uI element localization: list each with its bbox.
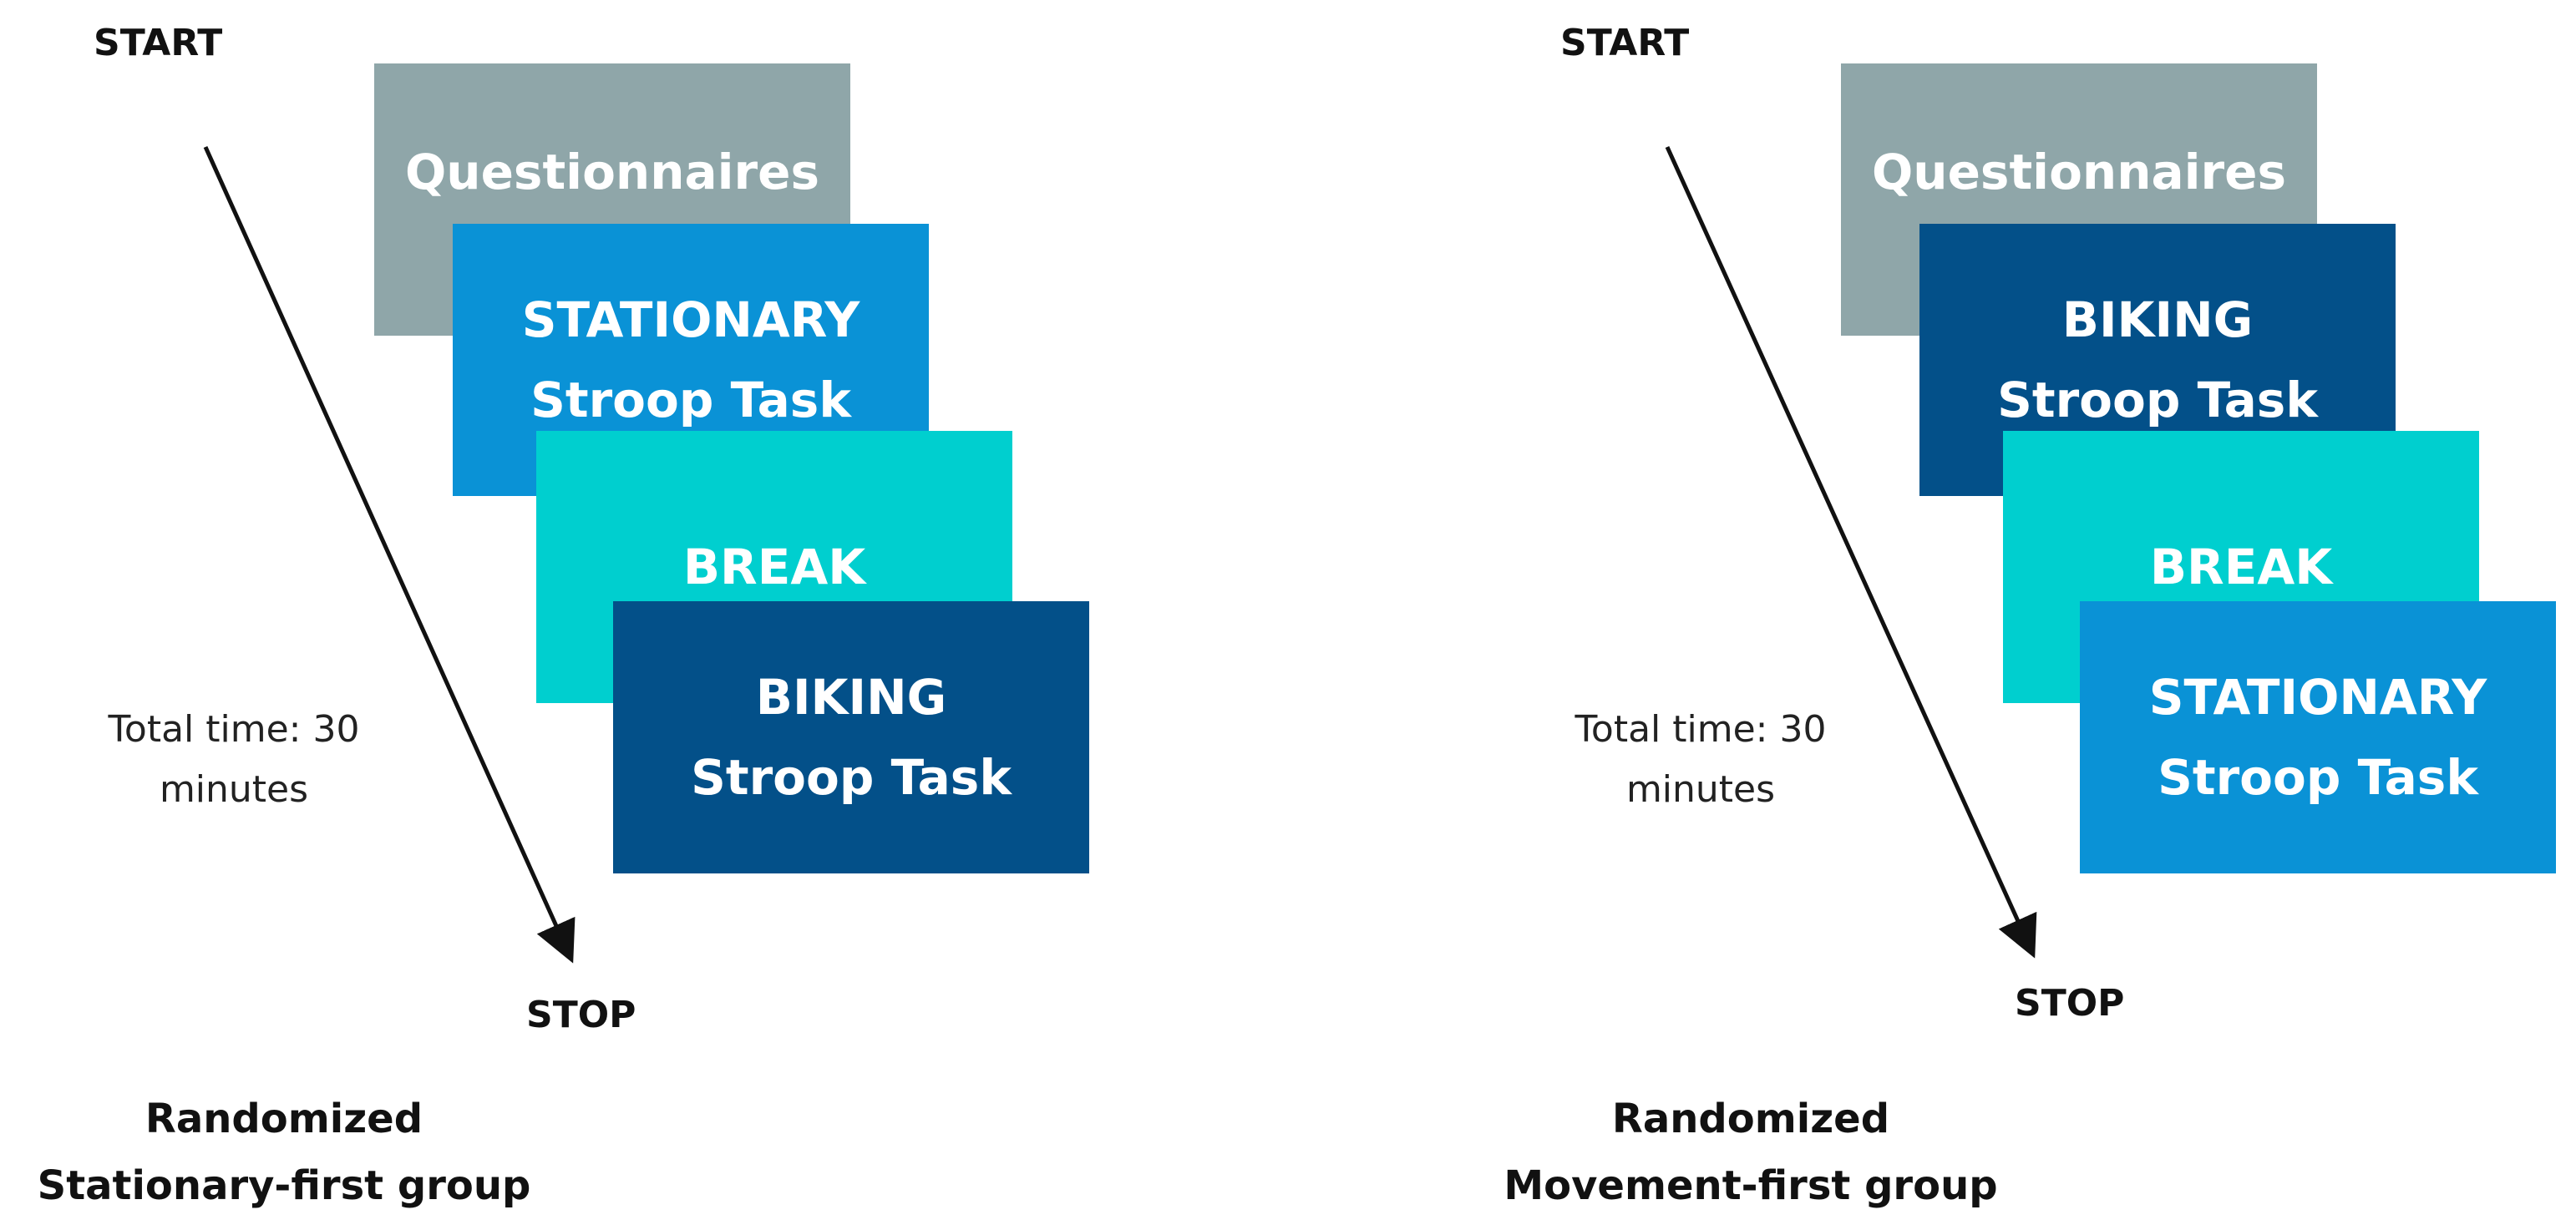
total-time-line-1: Total time: 30 [1575,708,1827,751]
timeline-arrow [1665,145,2037,959]
total-time-label: Total time: 30 minutes [84,700,384,820]
total-time-line-2: minutes [1625,768,1776,811]
box-label-line-2: Stroop Task [1997,372,2318,428]
stop-label: STOP [2015,982,2125,1025]
box-label: BREAK [2149,539,2333,595]
stationary-first-panel: START Questionnaires STATIONARY Stroop T… [0,22,1089,1219]
stationary-stroop-task-box: STATIONARY Stroop Task [2080,601,2556,873]
box-label-line-1: BIKING [755,669,947,726]
box-label: Questionnaires [405,144,819,200]
box-label: BREAK [682,539,866,595]
start-label: START [94,22,223,64]
start-label: START [1560,22,1690,64]
total-time-line-1: Total time: 30 [108,708,360,751]
box-label: Questionnaires [1872,144,2286,200]
group-label-line-2: Movement-first group [1504,1162,1998,1209]
box-label-line-2: Stroop Task [691,749,1012,806]
group-label: Randomized Stationary-first group [0,1086,568,1219]
total-time-line-2: minutes [159,768,309,811]
box-label-line-2: Stroop Task [530,372,851,428]
group-label-line-1: Randomized [145,1096,423,1142]
movement-first-panel: START Questionnaires BIKING Stroop Task … [1467,0,2576,1230]
box-label-line-1: STATIONARY [2148,669,2487,726]
box-label-line-2: Stroop Task [2158,749,2478,806]
total-time-label: Total time: 30 minutes [1550,700,1851,820]
box-label-line-1: STATIONARY [521,291,860,348]
group-label-line-1: Randomized [1611,1096,1890,1142]
group-label: Randomized Movement-first group [1467,1086,2035,1219]
timeline-arrow [203,145,576,964]
biking-stroop-task-box: BIKING Stroop Task [613,601,1089,873]
stop-label: STOP [526,994,636,1036]
box-label-line-1: BIKING [2061,291,2254,348]
group-label-line-2: Stationary-first group [37,1162,531,1209]
